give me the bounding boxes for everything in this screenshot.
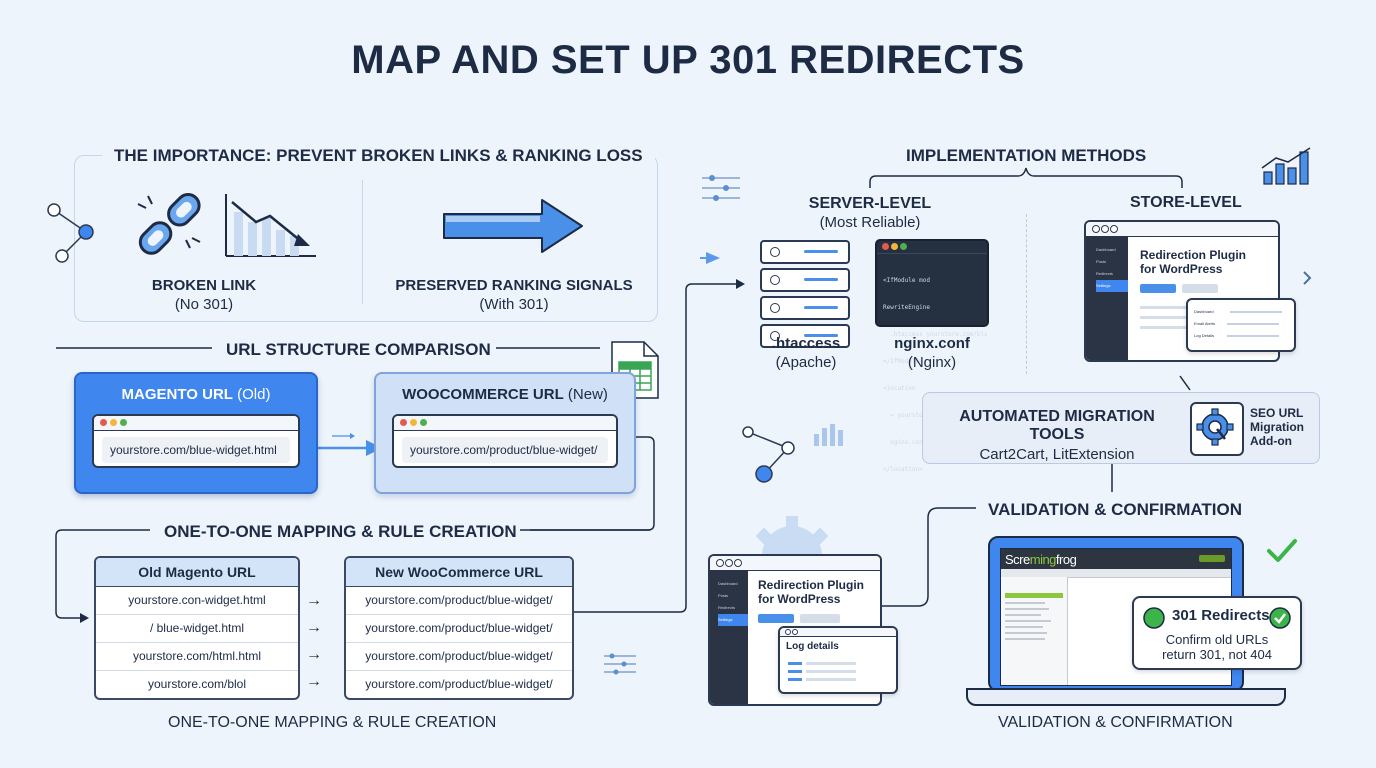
sidebar-item[interactable]: Posts: [1096, 259, 1107, 264]
sliders-icon: [702, 175, 740, 201]
broken-link-icon: [137, 192, 201, 255]
plugin-primary-button[interactable]: [1140, 284, 1176, 293]
old-url-table: Old Magento URL yourstore.con-widget.htm…: [94, 556, 300, 700]
seo-addon-box: [1190, 402, 1244, 456]
new-url-table-header: New WooCommerce URL: [346, 558, 572, 587]
plugin-title: Redirection Plugin for WordPress: [1140, 248, 1247, 276]
seo-addon-label: SEO URL Migration Add-on: [1250, 406, 1304, 448]
mapping-footer: ONE-TO-ONE MAPPING & RULE CREATION: [168, 714, 497, 731]
plugin-sidebar: Dashboard Posts Redirects Settings: [710, 570, 748, 704]
validation-header: VALIDATION & CONFIRMATION: [988, 500, 1243, 519]
sidebar-item[interactable]: Dashboard: [1096, 247, 1116, 252]
broken-link-label: BROKEN LINK (No 301): [151, 277, 257, 313]
page-title: MAP AND SET UP 301 REDIRECTS: [351, 38, 1025, 82]
form-row: Dashboard: [1194, 306, 1288, 318]
code-line: RewriteEngine: [883, 304, 930, 311]
badge-description: Confirm old URLs return 301, not 404: [1162, 632, 1272, 662]
nginx-label: nginx.conf (Nginx): [894, 335, 970, 371]
right-arrow-icon: →: [306, 646, 322, 663]
magento-url-value: yourstore.com/blue-widget.html: [102, 437, 290, 463]
plugin-title: Redirection Plugin for WordPress: [758, 578, 865, 606]
old-url-table-header: Old Magento URL: [96, 558, 298, 587]
network-icon: [742, 424, 843, 483]
log-details-window: Log details: [778, 626, 898, 694]
plugin-secondary-button[interactable]: [800, 614, 840, 623]
redirection-plugin-window: Dashboard Posts Redirects Settings Redir…: [1084, 220, 1280, 362]
code-line: <IfModule mod: [883, 277, 930, 284]
store-level-label: STORE-LEVEL: [1130, 194, 1242, 211]
magento-url-card: MAGENTO URL (Old) yourstore.com/blue-wid…: [74, 372, 318, 494]
right-arrow-icon: →: [306, 619, 322, 636]
log-details-title: Log details: [786, 641, 839, 652]
importance-divider: [362, 180, 363, 304]
url-comparison-header: URL STRUCTURE COMPARISON: [226, 340, 491, 359]
magento-url-title: MAGENTO URL (Old): [121, 386, 271, 403]
form-row: Log Details: [1194, 330, 1288, 342]
sidebar-item[interactable]: Posts: [718, 593, 729, 598]
check-icon: [1267, 539, 1297, 562]
htaccess-label: .htaccess (Apache): [771, 335, 841, 371]
sidebar-item[interactable]: Redirects: [718, 605, 735, 610]
status-dot-icon: [1143, 607, 1165, 629]
sliders-icon: [604, 653, 636, 675]
network-icon: [47, 203, 94, 263]
right-arrow-icon: →: [306, 592, 322, 609]
mapping-header: ONE-TO-ONE MAPPING & RULE CREATION: [164, 522, 517, 541]
importance-header: THE IMPORTANCE: PREVENT BROKEN LINKS & R…: [102, 146, 655, 166]
migration-tools-label: AUTOMATED MIGRATION TOOLS Cart2Cart, Lit…: [959, 408, 1155, 463]
table-row: yourstore.com/product/blue-widget/: [346, 643, 572, 671]
table-row: yourstore.con-widget.html: [96, 587, 298, 615]
implementation-header: IMPLEMENTATION METHODS: [906, 146, 1147, 165]
sidebar-item[interactable]: Redirects: [1096, 271, 1113, 276]
redirect-status-badge: 301 Redirects Confirm old URLs return 30…: [1132, 596, 1302, 670]
plugin-sidebar: Dashboard Posts Redirects Settings: [1086, 236, 1128, 360]
badge-title: 301 Redirects: [1172, 607, 1270, 624]
nginx-code-window: <IfModule mod RewriteEngine .htaccess yo…: [875, 239, 989, 473]
declining-chart-icon: [225, 194, 316, 257]
woocommerce-browser-window: yourstore.com/product/blue-widget/: [392, 414, 618, 468]
code-line: </location>: [883, 466, 923, 473]
woocommerce-url-value: yourstore.com/product/blue-widget/: [402, 437, 608, 463]
server-level-label: SERVER-LEVEL (Most Reliable): [808, 195, 932, 231]
plugin-settings-form: Dashboard Email Alerts Log Details: [1186, 298, 1296, 352]
table-row: yourstore.com/html.html: [96, 643, 298, 671]
table-row: yourstore.com/product/blue-widget/: [365, 677, 553, 691]
validation-footer: VALIDATION & CONFIRMATION: [998, 714, 1233, 731]
woocommerce-url-title: WOOCOMMERCE URL (New): [402, 386, 608, 403]
sidebar-item[interactable]: Dashboard: [718, 581, 738, 586]
preserved-arrow-icon: [443, 199, 583, 253]
table-row: / blue-widget.html: [96, 615, 298, 643]
code-line: </IfModule>: [883, 358, 923, 365]
code-line: = yourstore.com: [883, 412, 945, 419]
check-circle-icon: [1269, 607, 1291, 629]
implementation-divider: [1026, 214, 1027, 374]
server-stack-icon: [760, 240, 850, 352]
laptop-base: [966, 688, 1286, 706]
table-row: yourstore.com/product/blue-widget/: [346, 615, 572, 643]
bar-chart-icon: [1261, 147, 1311, 185]
crawler-brand-bar: Scremingfrog: [1001, 549, 1231, 569]
migration-tools-panel: [922, 392, 1320, 464]
right-arrow-icon: →: [306, 673, 322, 690]
sidebar-item-active[interactable]: Settings: [718, 614, 748, 626]
sidebar-item-active[interactable]: Settings: [1096, 280, 1128, 292]
gear-icon: [1196, 408, 1234, 446]
code-line: <location: [883, 385, 916, 392]
new-url-table: New WooCommerce URL yourstore.com/produc…: [344, 556, 574, 700]
magento-browser-window: yourstore.com/blue-widget.html: [92, 414, 300, 468]
mapping-arrows: → → → →: [306, 587, 336, 695]
plugin-secondary-button[interactable]: [1182, 284, 1218, 293]
table-row: yourstore.com/blol: [147, 677, 247, 691]
woocommerce-url-card: WOOCOMMERCE URL (New) yourstore.com/prod…: [374, 372, 636, 494]
plugin-primary-button[interactable]: [758, 614, 794, 623]
code-line: .htaccess yourstore.com/blue-widget: [890, 331, 987, 338]
preserved-signals-label: PRESERVED RANKING SIGNALS (With 301): [395, 277, 633, 313]
form-row: Email Alerts: [1194, 318, 1288, 330]
table-row: yourstore.com/product/blue-widget/: [346, 587, 572, 615]
